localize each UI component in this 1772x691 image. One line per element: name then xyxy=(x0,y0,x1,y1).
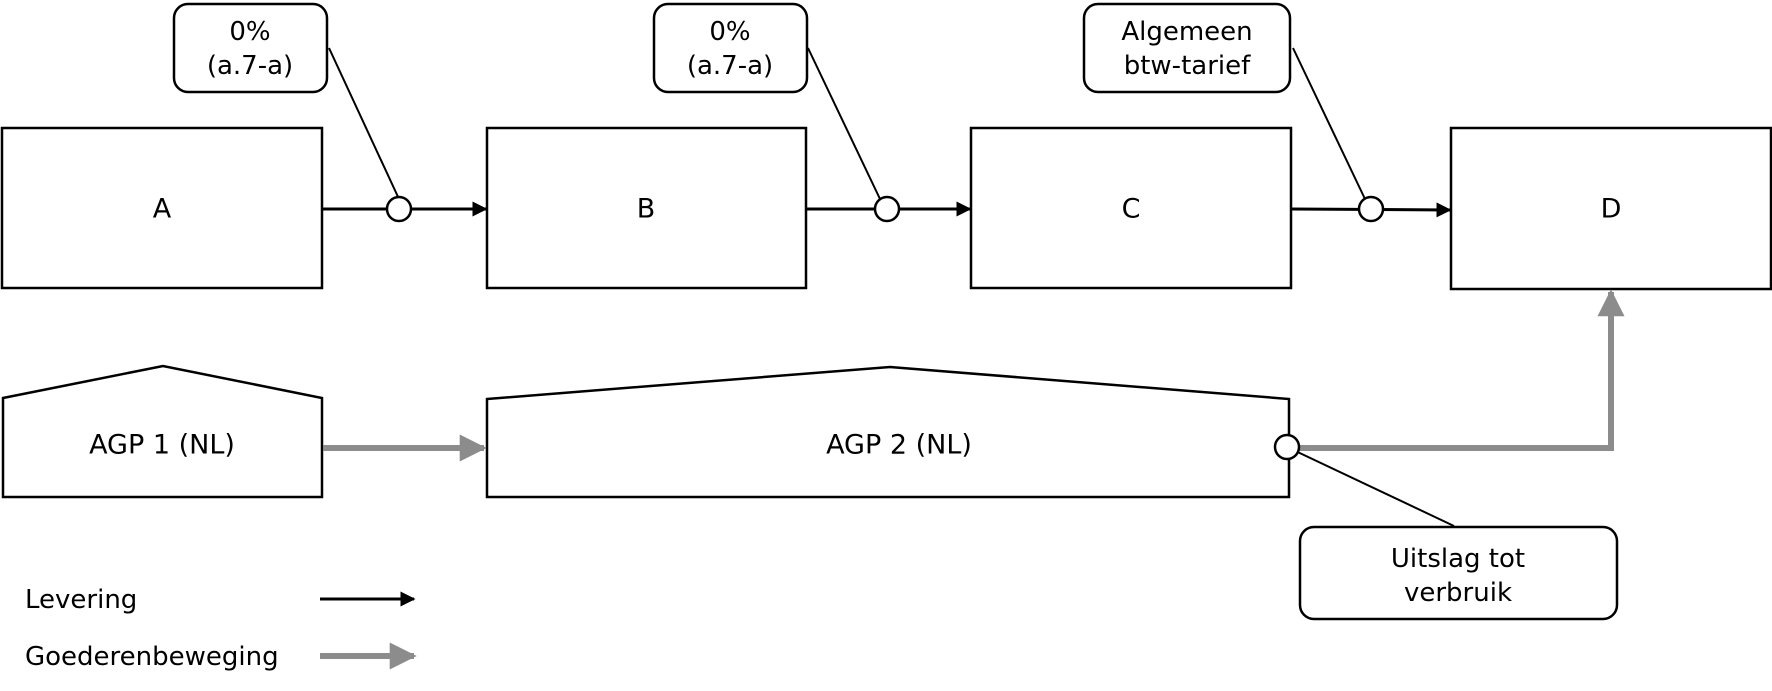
warehouse-agp1: AGP 1 (NL) xyxy=(1,364,324,499)
callout-cd-connector xyxy=(1292,47,1366,200)
warehouse-agp2-label: AGP 2 (NL) xyxy=(826,430,972,461)
entity-c-label: C xyxy=(1122,194,1141,225)
callout-ab-line-2: (a.7-a) xyxy=(207,51,293,81)
callout-ab-connector xyxy=(328,47,400,200)
entity-b-box xyxy=(485,126,808,290)
callout-ab-box xyxy=(172,2,329,94)
callout-release-box xyxy=(1298,525,1619,621)
callout-bc-line-1: 0% xyxy=(709,17,750,47)
entity-d-label: D xyxy=(1601,194,1622,225)
callout-bc-connector xyxy=(807,47,881,200)
callout-release: Uitslag tot verbruik xyxy=(1298,525,1619,621)
entity-b-label: B xyxy=(637,194,656,225)
entity-b: B xyxy=(485,126,808,290)
callout-release-line-2: verbruik xyxy=(1404,578,1512,608)
callout-bc-box xyxy=(652,2,809,94)
node-bc xyxy=(873,195,901,223)
warehouse-agp1-label: AGP 1 (NL) xyxy=(89,430,235,461)
legend-supply-label: Levering xyxy=(25,585,137,615)
callout-release-line-1: Uitslag tot xyxy=(1391,544,1525,574)
warehouse-agp2: AGP 2 (NL) xyxy=(485,365,1291,499)
entity-c-box xyxy=(969,126,1293,290)
callout-release-connector xyxy=(1286,446,1455,527)
callout-bc: 0% (a.7-a) xyxy=(652,2,809,94)
entity-d-box xyxy=(1449,126,1772,291)
callout-ab-line-1: 0% xyxy=(229,17,270,47)
warehouse-agp1-shape xyxy=(1,364,324,499)
legend-goods-label: Goederenbeweging xyxy=(25,642,279,672)
callout-cd-line-1: Algemeen xyxy=(1121,17,1252,47)
callout-cd-line-2: btw-tarief xyxy=(1124,51,1251,81)
entity-d: D xyxy=(1449,126,1772,291)
entity-a-label: A xyxy=(153,194,172,225)
callout-cd: Algemeen btw-tarief xyxy=(1082,2,1292,94)
node-ab xyxy=(385,195,413,223)
callout-bc-line-2: (a.7-a) xyxy=(687,51,773,81)
entity-a: A xyxy=(0,126,324,290)
goods-arrow-agp2-d xyxy=(1298,289,1625,451)
callout-cd-box xyxy=(1082,2,1292,94)
callout-ab: 0% (a.7-a) xyxy=(172,2,329,94)
legend: Levering Goederenbeweging xyxy=(25,585,417,672)
entity-a-box xyxy=(0,126,324,290)
entity-c: C xyxy=(969,126,1293,290)
node-release xyxy=(1273,433,1301,461)
node-cd xyxy=(1357,195,1385,223)
